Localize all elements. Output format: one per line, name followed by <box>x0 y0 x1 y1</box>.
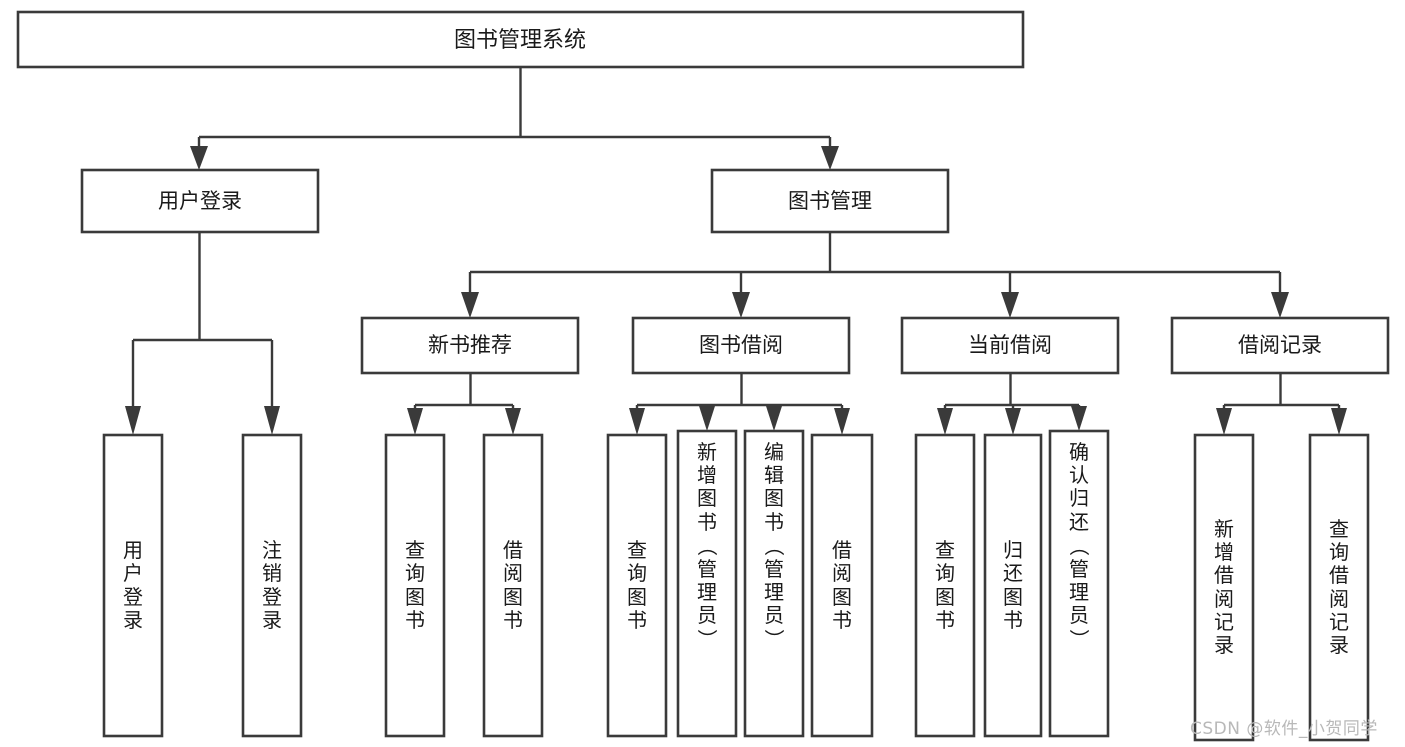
arrow-head-leaf-1 <box>125 406 141 435</box>
node-user-login[interactable]: 用户登录 <box>80 168 320 234</box>
node-current-borrow-box[interactable] <box>900 316 1120 375</box>
leaf-box-group <box>102 429 1370 742</box>
connector-group-root-to-level2 <box>190 67 839 170</box>
leaf-box-return-book[interactable] <box>983 433 1043 738</box>
arrow-head-leaf-10 <box>1005 408 1021 435</box>
arrow-head-leaf-6 <box>699 406 715 431</box>
arrow-head-leaf-3 <box>407 408 423 435</box>
node-root-label: 图书管理系统 <box>454 28 586 53</box>
node-user-login-label: 用户登录 <box>158 189 242 213</box>
leaf-box-borrow-book-1[interactable] <box>482 433 544 738</box>
leaf-box-confirm-return[interactable] <box>1048 429 1110 738</box>
leaf-box-query-book-1[interactable] <box>384 433 446 738</box>
leaf-box-user-login[interactable] <box>102 433 164 738</box>
arrow-head-current <box>1001 292 1019 318</box>
arrow-head-leaf-12 <box>1216 408 1232 435</box>
arrow-head-book-mgmt <box>821 146 839 170</box>
node-borrow-record-label: 借阅记录 <box>1238 333 1322 357</box>
node-book-management-box[interactable] <box>710 168 950 234</box>
leaf-box-query-book-3[interactable] <box>914 433 976 738</box>
leaf-box-logout[interactable] <box>241 433 303 738</box>
connector-group-borrow-leaves <box>629 373 850 435</box>
arrow-head-new-book <box>461 292 479 318</box>
node-book-borrow-label: 图书借阅 <box>699 333 783 357</box>
node-book-borrow[interactable]: 图书借阅 <box>631 316 851 375</box>
leaf-box-add-book-admin[interactable] <box>676 429 738 738</box>
node-new-book-recommend[interactable]: 新书推荐 <box>360 316 580 375</box>
connector-group-current-leaves <box>937 373 1087 435</box>
connector-group-newbook-leaves <box>407 373 521 435</box>
arrow-head-borrow <box>732 292 750 318</box>
arrow-head-leaf-13 <box>1331 408 1347 435</box>
leaf-box-borrow-book-2[interactable] <box>810 433 874 738</box>
arrow-head-leaf-4 <box>505 408 521 435</box>
node-book-management-label: 图书管理 <box>788 189 872 213</box>
connector-group-bookmgmt-to-level3 <box>461 232 1289 318</box>
node-new-book-recommend-box[interactable] <box>360 316 580 375</box>
node-borrow-record[interactable]: 借阅记录 <box>1170 316 1390 375</box>
connector-group-record-leaves <box>1216 373 1347 435</box>
node-new-book-recommend-label: 新书推荐 <box>428 333 512 357</box>
node-current-borrow-label: 当前借阅 <box>968 333 1052 357</box>
leaf-box-add-borrow-record[interactable] <box>1193 433 1255 742</box>
arrow-head-record <box>1271 292 1289 318</box>
node-book-management[interactable]: 图书管理 <box>710 168 950 234</box>
connector-group-userlogin-leaves <box>125 232 280 435</box>
arrow-head-leaf-2 <box>264 406 280 435</box>
arrow-head-leaf-11 <box>1071 406 1087 431</box>
node-current-borrow[interactable]: 当前借阅 <box>900 316 1120 375</box>
node-borrow-record-box[interactable] <box>1170 316 1390 375</box>
arrow-head-leaf-8 <box>834 408 850 435</box>
arrow-head-user-login <box>190 146 208 170</box>
leaf-box-query-book-2[interactable] <box>606 433 668 738</box>
node-book-borrow-box[interactable] <box>631 316 851 375</box>
node-root-box[interactable] <box>16 10 1025 69</box>
node-root[interactable]: 图书管理系统 <box>16 10 1025 69</box>
arrow-head-leaf-5 <box>629 408 645 435</box>
leaf-box-edit-book-admin[interactable] <box>743 429 805 738</box>
arrow-head-leaf-9 <box>937 408 953 435</box>
node-user-login-box[interactable] <box>80 168 320 234</box>
csdn-watermark: CSDN @软件_小贺同学 <box>1190 719 1378 739</box>
arrow-head-leaf-7 <box>766 406 782 431</box>
leaf-box-query-borrow-record[interactable] <box>1308 433 1370 742</box>
